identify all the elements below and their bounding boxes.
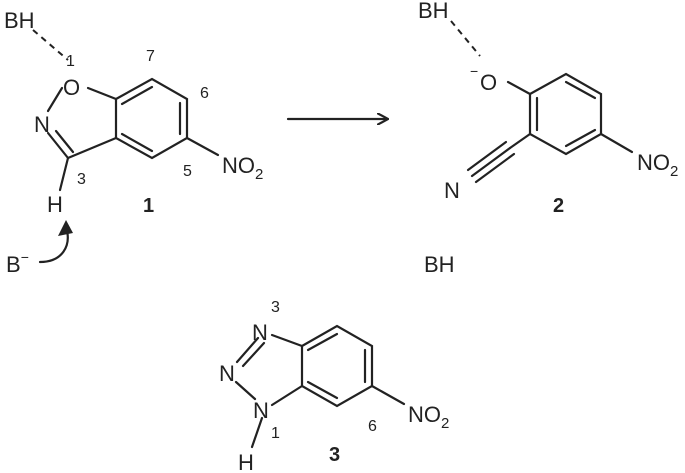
compound-1-base-anion-text: B <box>6 252 21 277</box>
compound-1-aromatic-double-bond <box>120 132 154 153</box>
compound-2-nitro-text: NO <box>637 150 670 175</box>
compound-1-o-c7a-bond <box>86 86 118 101</box>
compound-1-structure: BH O N H NO2 B− 1 3 5 6 7 1 <box>4 8 263 277</box>
compound-2-aromatic-double-bond <box>564 80 597 100</box>
compound-3-locant-1: 1 <box>271 425 280 442</box>
compound-3-aromatic-double-bond <box>306 332 339 352</box>
compound-3-number: 3 <box>329 444 340 466</box>
compound-1-base-label: BH <box>4 8 35 33</box>
compound-1-locant-6: 6 <box>200 85 209 102</box>
compound-1-nitrogen-label: N <box>34 112 50 137</box>
compound-2-oxide-charge: − <box>470 63 478 79</box>
compound-2-nitro-label: NO2 <box>637 150 678 180</box>
compound-1-n-c3-double-bond <box>54 129 75 154</box>
compound-1-c3-h-bond <box>58 156 70 192</box>
compound-2-structure: BH O − N NO2 2 BH <box>418 0 678 277</box>
compound-1-n-c3-double-bond <box>46 131 70 160</box>
compound-3-n1-h-bond <box>250 416 264 449</box>
compound-1-nitro-text: NO <box>222 153 255 178</box>
compound-2-number: 2 <box>553 195 564 217</box>
compound-2-c-cn-bond <box>508 132 532 150</box>
compound-1-locant-5: 5 <box>183 163 192 180</box>
compound-2-base-label: BH <box>418 0 449 23</box>
compound-1-locant-3: 3 <box>77 171 86 188</box>
compound-3-n2-n3-double-bond <box>241 341 266 368</box>
compound-1-locant-1: 1 <box>66 53 75 70</box>
compound-2-nitro-subscript: 2 <box>670 163 678 180</box>
compound-1-curved-arrowhead <box>58 220 73 236</box>
compound-1-nitro-label: NO2 <box>222 153 263 183</box>
compound-3-n1-label: N <box>253 398 269 423</box>
compound-1-hydrogen-bond <box>32 29 69 61</box>
compound-3-n2-n3-double-bond <box>235 336 260 364</box>
compound-2-aromatic-double-bond <box>564 128 597 148</box>
compound-1-c5-n-bond <box>185 136 220 157</box>
compound-1-base-anion-label: B− <box>6 249 29 277</box>
compound-3-benzene-ring <box>300 324 374 408</box>
compound-1-nitro-subscript: 2 <box>255 166 263 183</box>
compound-3-nitro-subscript: 2 <box>441 415 449 432</box>
compound-3-nitro-label: NO2 <box>408 402 449 432</box>
compound-1-hydrogen-label: H <box>47 192 63 217</box>
compound-3-n2-label: N <box>219 361 235 386</box>
compound-3-locant-3: 3 <box>271 299 280 316</box>
compound-1-c3-c3a-bond <box>66 136 118 160</box>
compound-1-anion-charge: − <box>21 249 29 265</box>
compound-2-c-n-bond <box>599 132 634 154</box>
compound-1-oxygen-label: O <box>63 75 80 100</box>
compound-1-benzene-ring <box>114 77 189 160</box>
compound-2-hydrogen-bond <box>450 20 481 57</box>
compound-3-locant-6: 6 <box>368 418 377 435</box>
conjugate-acid-label: BH <box>424 252 455 277</box>
compound-3-structure: N N N H NO2 3 1 6 3 <box>219 299 449 473</box>
compound-1-n-o-bond <box>46 86 64 113</box>
compound-2-nitrile-nitrogen-label: N <box>444 178 460 203</box>
compound-3-n1-n2-bond <box>234 380 257 401</box>
compound-3-aromatic-double-bond <box>306 380 339 400</box>
compound-3-n3-label: N <box>252 320 268 345</box>
compound-1-number: 1 <box>143 195 154 217</box>
compound-1-locant-7: 7 <box>146 48 155 65</box>
compound-2-nitrile-triple-bond <box>470 146 512 178</box>
compound-3-c6-n-bond <box>370 384 406 406</box>
compound-2-c-o-bond <box>506 80 532 96</box>
compound-3-n1-c7a-bond <box>270 384 304 407</box>
compound-2-oxygen-label: O <box>480 70 497 95</box>
compound-3-nitro-text: NO <box>408 402 441 427</box>
compound-3-hydrogen-label: H <box>238 450 254 473</box>
compound-3-n3-c3a-bond <box>270 333 304 348</box>
compound-2-nitrile-triple-bond <box>466 140 508 172</box>
compound-2-benzene-ring <box>528 72 603 156</box>
compound-2-nitrile-triple-bond <box>474 152 516 184</box>
compound-1-aromatic-double-bond <box>120 85 154 106</box>
